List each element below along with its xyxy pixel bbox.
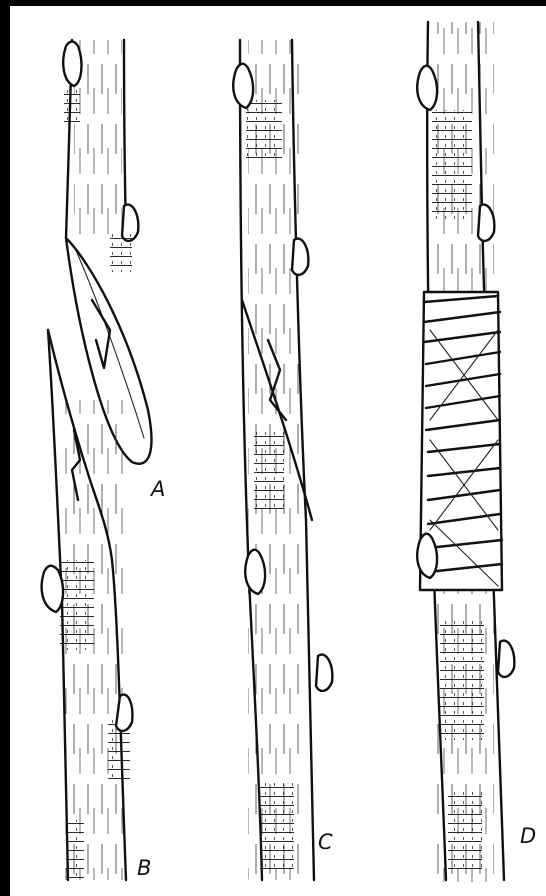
bud-c-2 — [292, 239, 308, 275]
label-b: B — [137, 858, 151, 879]
bud-d-2 — [478, 205, 494, 241]
left-border — [0, 0, 10, 896]
bud-b-1 — [42, 566, 63, 612]
top-border — [0, 0, 546, 6]
bud-c-4 — [316, 655, 332, 691]
bud-d-3 — [417, 534, 437, 578]
bud-c-1 — [233, 64, 253, 108]
label-d: D — [520, 826, 536, 847]
wrapped-d — [417, 22, 514, 882]
union-c — [233, 40, 332, 880]
bud-a-top — [63, 42, 81, 87]
label-c: C — [318, 832, 333, 853]
bud-d-1 — [417, 66, 437, 110]
bud-c-3 — [245, 550, 265, 594]
bud-b-2 — [116, 695, 132, 731]
label-a: A — [151, 479, 165, 500]
bud-d-4 — [498, 641, 514, 677]
stock-b — [42, 330, 133, 880]
